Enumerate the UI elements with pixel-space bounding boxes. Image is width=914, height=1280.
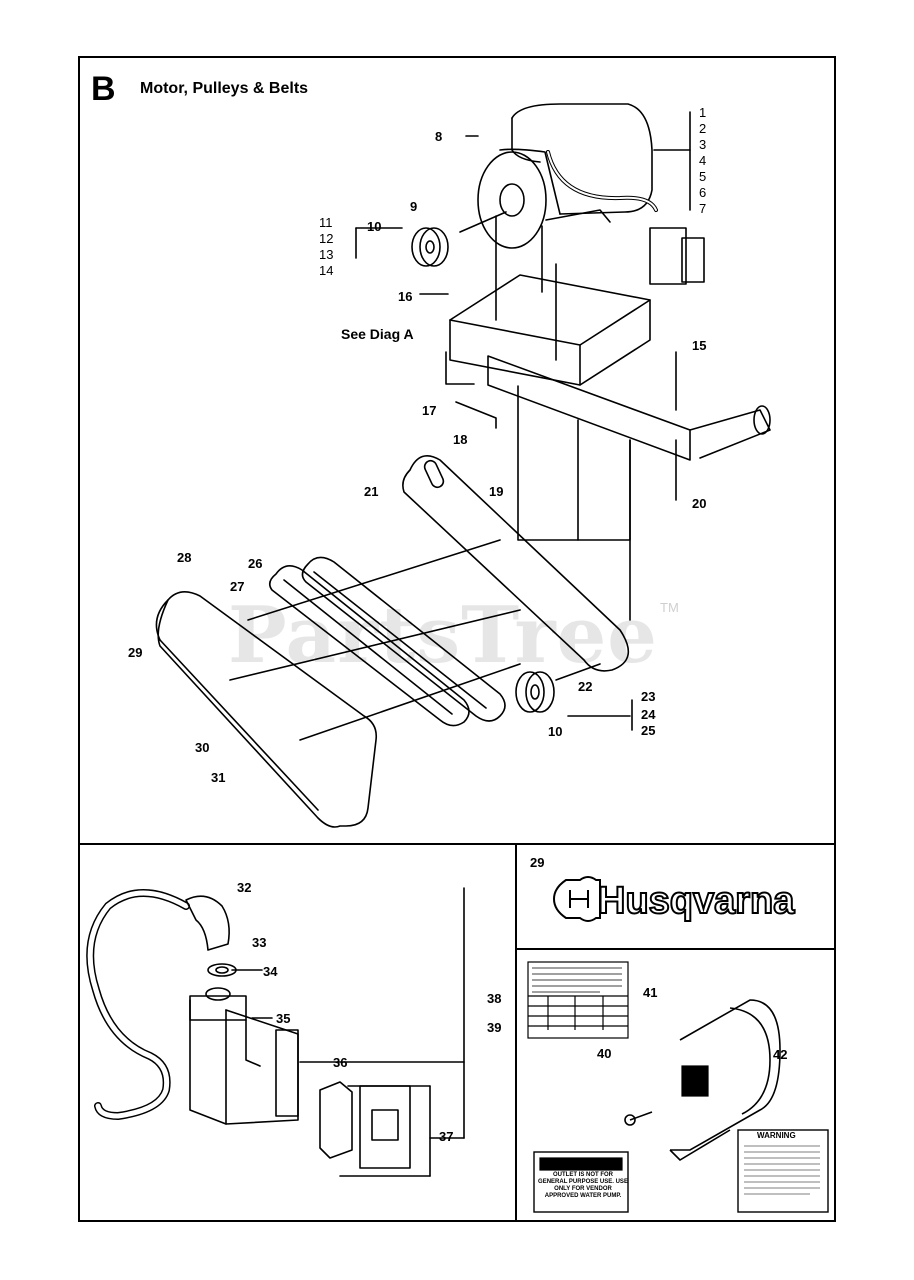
watermark: PartsTree <box>228 590 658 681</box>
callout-28: 28 <box>177 550 192 565</box>
callout-24: 24 <box>641 707 656 722</box>
callout-34: 34 <box>263 964 278 979</box>
callout-29-brand: 29 <box>530 855 545 870</box>
see-diag-note: See Diag A <box>341 326 414 342</box>
callout-9: 9 <box>410 199 418 214</box>
diagram-frame <box>78 56 836 1222</box>
callout-3: 3 <box>699 137 707 152</box>
callout-4: 4 <box>699 153 707 168</box>
callout-30: 30 <box>195 740 210 755</box>
callout-22: 22 <box>578 679 593 694</box>
callout-1: 1 <box>699 105 707 120</box>
callout-37: 37 <box>439 1129 454 1144</box>
section-title: Motor, Pulleys & Belts <box>140 80 309 97</box>
section-letter: B <box>91 70 116 108</box>
callout-19: 19 <box>489 484 504 499</box>
callout-5: 5 <box>699 169 707 184</box>
callout-7: 7 <box>699 201 707 216</box>
callout-38: 38 <box>487 991 502 1006</box>
callout-2: 2 <box>699 121 707 136</box>
callout-40: 40 <box>597 1046 612 1061</box>
callout-27: 27 <box>230 579 245 594</box>
callout-42: 42 <box>773 1047 788 1062</box>
husqvarna-logo-text: Husqvarna <box>597 879 795 923</box>
callout-29: 29 <box>128 645 143 660</box>
warning-decal-title: WARNING <box>757 1131 796 1140</box>
divider-main <box>78 843 836 845</box>
callout-35: 35 <box>276 1011 291 1026</box>
callout-21: 21 <box>364 484 379 499</box>
callout-23: 23 <box>641 689 656 704</box>
callout-10: 10 <box>367 219 382 234</box>
callout-14: 14 <box>319 263 334 278</box>
callout-8: 8 <box>435 129 443 144</box>
callout-25: 25 <box>641 723 656 738</box>
callout-12: 12 <box>319 231 334 246</box>
callout-26: 26 <box>248 556 263 571</box>
callout-18: 18 <box>453 432 468 447</box>
divider-right <box>515 948 836 950</box>
divider-vertical <box>515 843 517 1222</box>
callout-20: 20 <box>692 496 707 511</box>
callout-15: 15 <box>692 338 707 353</box>
callout-33: 33 <box>252 935 267 950</box>
callout-17: 17 <box>422 403 437 418</box>
callout-6: 6 <box>699 185 707 200</box>
outlet-decal-text: OUTLET IS NOT FOR GENERAL PURPOSE USE. U… <box>538 1172 628 1199</box>
callout-16: 16 <box>398 289 413 304</box>
callout-41: 41 <box>643 985 658 1000</box>
callout-32: 32 <box>237 880 252 895</box>
callout-13: 13 <box>319 247 334 262</box>
callout-11: 11 <box>319 215 333 230</box>
callout-39: 39 <box>487 1020 502 1035</box>
callout-31: 31 <box>211 770 226 785</box>
watermark-tm: TM <box>660 600 679 615</box>
callout-10-lower: 10 <box>548 724 563 739</box>
callout-36: 36 <box>333 1055 348 1070</box>
